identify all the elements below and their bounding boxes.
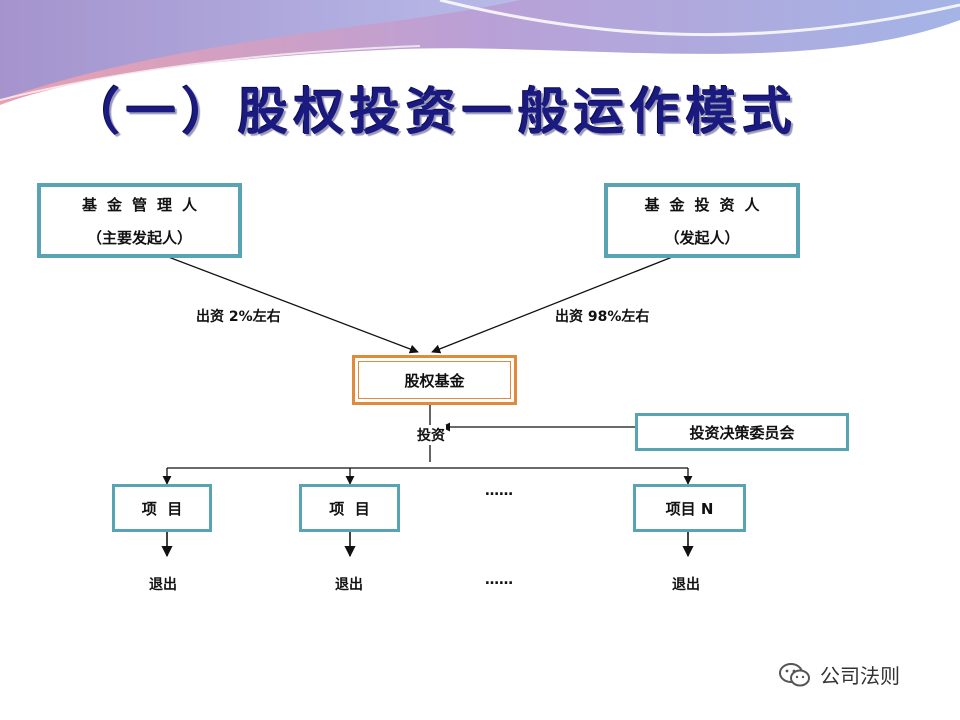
fund-investor-box: 基金投资人 （发起人）: [604, 183, 800, 258]
equity-fund-label: 股权基金: [404, 371, 465, 390]
project-box-2: 项 目: [299, 484, 400, 532]
arrow-manager-to-fund: [149, 249, 419, 354]
watermark-text: 公司法则: [820, 664, 900, 688]
project-box-n: 项目 N: [633, 484, 746, 532]
exit-label-3: 退出: [672, 577, 700, 593]
fund-manager-subtitle: （主要发起人）: [86, 228, 192, 247]
arrow-investor-to-fund: [431, 249, 691, 354]
project-label-2: 项 目: [329, 499, 370, 518]
project-box-1: 项 目: [112, 484, 212, 532]
exit-ellipsis: ……: [485, 572, 513, 588]
manager-share-label: 出资 2%左右: [196, 309, 281, 325]
equity-fund-box: 股权基金: [352, 355, 517, 405]
fund-manager-box: 基金管理人 （主要发起人）: [37, 183, 242, 258]
fund-investor-title: 基金投资人: [644, 195, 770, 214]
project-label-n: 项目 N: [665, 499, 714, 518]
committee-box: 投资决策委员会: [635, 413, 849, 451]
fund-manager-title: 基金管理人: [81, 195, 207, 214]
project-label-1: 项 目: [141, 499, 183, 518]
wechat-icon: [779, 662, 810, 686]
header-banner: [0, 0, 960, 105]
watermark: 公司法则: [778, 660, 900, 689]
page-title: （一）股权投资一般运作模式: [70, 83, 798, 141]
investor-share-label: 出资 98%左右: [555, 309, 650, 325]
committee-label: 投资决策委员会: [689, 423, 795, 442]
project-ellipsis: ……: [485, 483, 513, 499]
exit-label-1: 退出: [149, 577, 177, 593]
exit-label-2: 退出: [335, 577, 363, 593]
invest-label: 投资: [416, 425, 446, 445]
equity-fund-inner: 股权基金: [358, 361, 511, 399]
fund-investor-subtitle: （发起人）: [664, 228, 740, 247]
